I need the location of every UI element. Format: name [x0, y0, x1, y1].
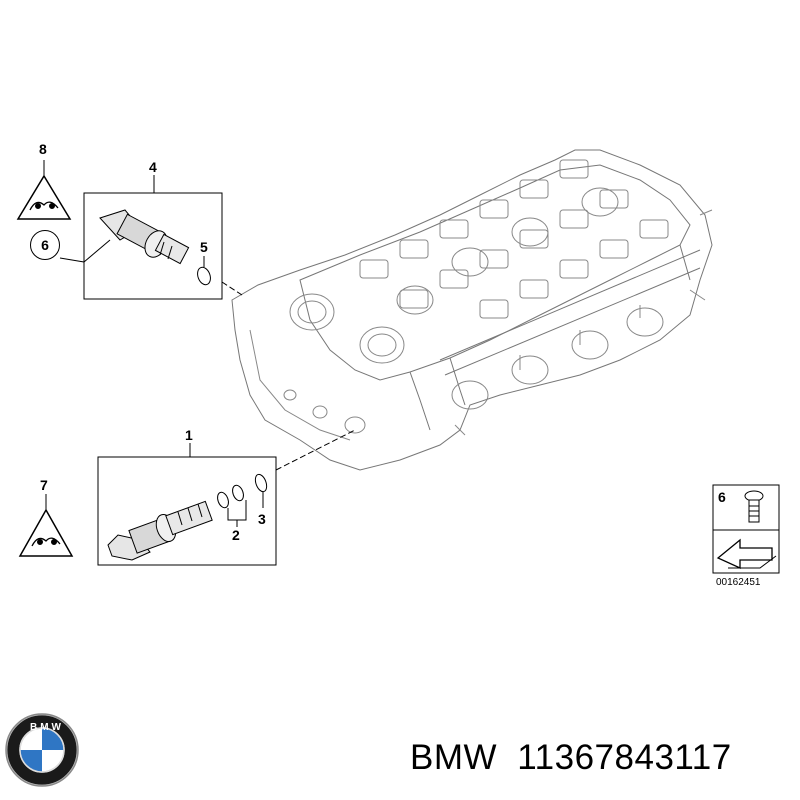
vanos-solenoid-valve-lower [107, 500, 213, 561]
callout-6-circled: 6 [30, 230, 60, 260]
part-title: BMW 11367843117 [410, 738, 732, 778]
vanos-solenoid-valve-upper [99, 209, 190, 265]
cylinder-head [231, 149, 713, 471]
callout-7: 7 [40, 477, 48, 493]
legend-box [712, 484, 780, 574]
logo-letters: BMW [30, 722, 64, 733]
reference-code: 00162451 [716, 577, 761, 588]
upper-assembly-box [59, 175, 223, 300]
callout-8: 8 [39, 141, 47, 157]
o-ring-2a [217, 491, 229, 509]
bmw-logo [5, 713, 79, 787]
callout-4: 4 [149, 159, 157, 175]
o-ring-3 [254, 473, 268, 493]
brand-name: BMW [410, 738, 498, 777]
callout-2: 2 [232, 527, 240, 543]
callout-3: 3 [258, 511, 266, 527]
callout-1: 1 [185, 427, 193, 443]
callout-5: 5 [200, 239, 208, 255]
o-ring-2b [232, 484, 244, 502]
o-ring-5 [197, 266, 211, 286]
lower-assembly-box [97, 443, 277, 566]
legend-number: 6 [718, 489, 726, 505]
screw-icon [744, 490, 764, 523]
part-number: 11367843117 [517, 738, 732, 777]
warning-triangle-7 [18, 494, 74, 557]
direction-arrow-icon [716, 538, 777, 570]
warning-triangle-8 [16, 160, 72, 220]
